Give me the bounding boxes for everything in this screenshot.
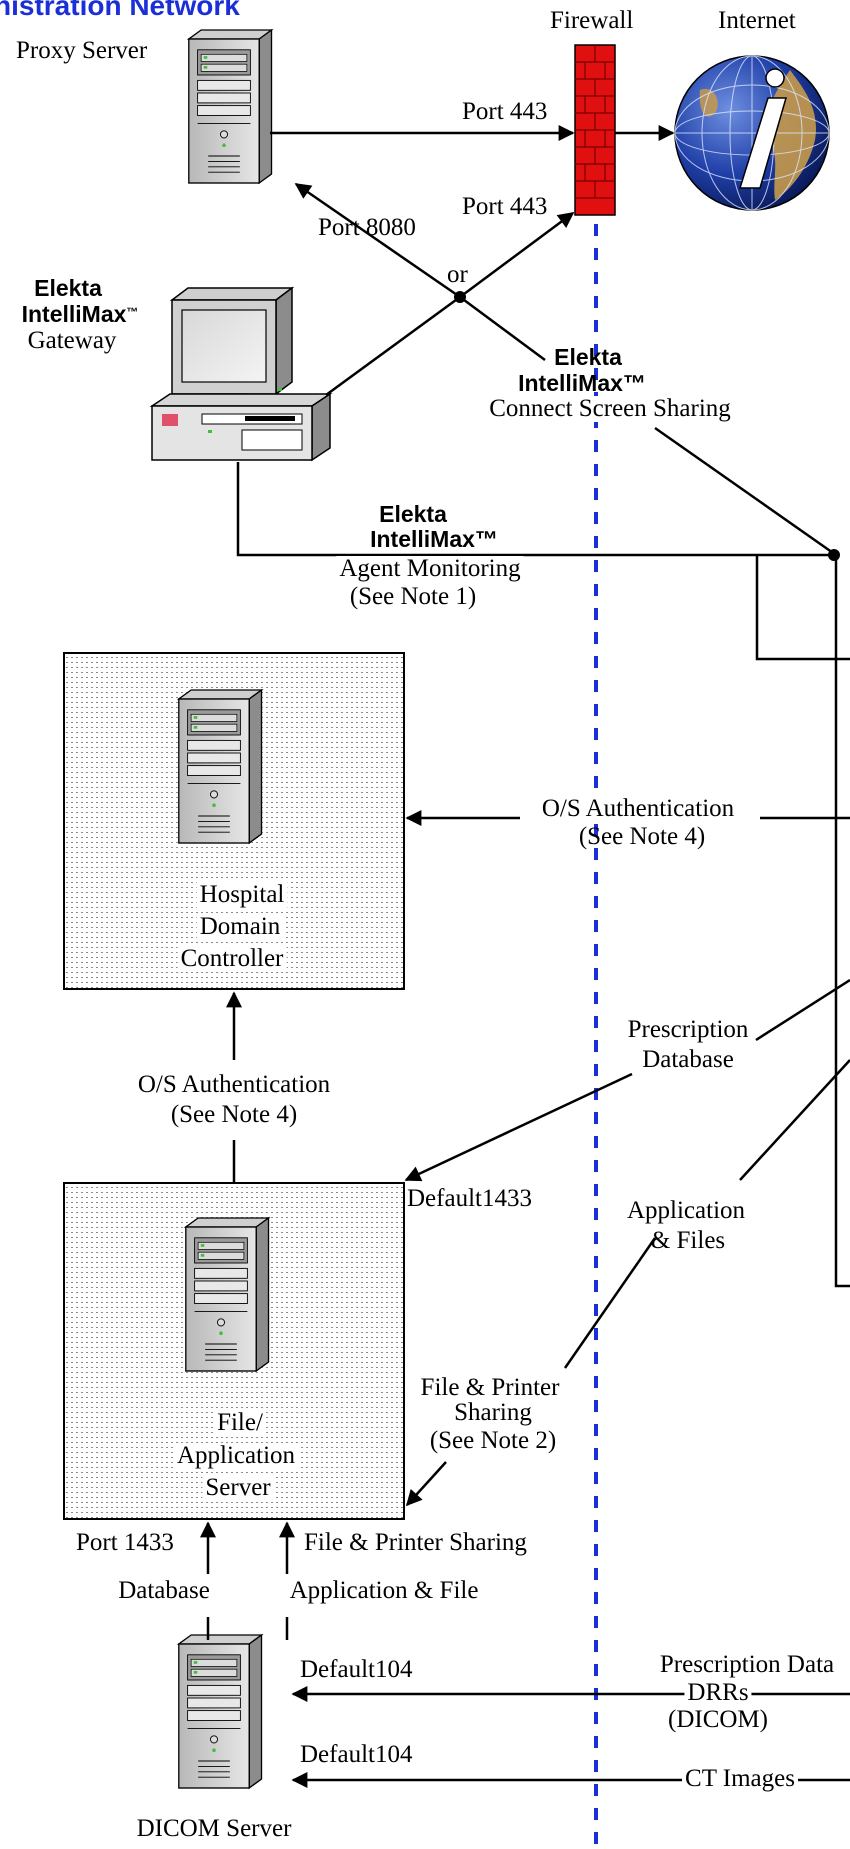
agent-monitoring-line [236,462,833,557]
fps-label-2: Sharing [454,1399,532,1426]
prescription-database-label-2: Database [642,1046,734,1073]
port-443-top-label: Port 443 [462,98,548,125]
connect-screen-sharing-line-2 [654,426,837,557]
agent-brand-line-2: IntelliMax™ [367,527,501,552]
port-1433-label: Port 1433 [76,1529,174,1556]
hospital-label-3: Controller [177,946,287,972]
or-junction [454,291,466,303]
gateway-brand-line-2: IntelliMax [21,301,127,327]
os-auth-left-note: (See Note 4) [170,1101,298,1128]
dicom-server-label: DICOM Server [136,1815,292,1842]
default104-bottom-label: Default104 [300,1741,413,1768]
application-file-label: Application & File [286,1578,482,1604]
file-printer-sharing-label: File & Printer Sharing [304,1529,527,1556]
trademark-mark: ™ [126,305,139,319]
database-label: Database [115,1578,213,1604]
default1433-label: Default1433 [407,1185,532,1212]
file-application-server-tower-icon [185,1217,270,1372]
dicom-label: (DICOM) [668,1706,768,1733]
prescription-data-label: Prescription Data [656,1652,838,1678]
drrs-label: DRRs [684,1680,752,1706]
connect-brand-line-1: Elekta [554,344,622,370]
agent-brand-line-1: Elekta [379,501,447,527]
os-auth-right-label: O/S Authentication [538,796,738,822]
desktop-computer-icon [149,286,333,462]
or-label: or [447,261,468,288]
application-files-line [739,1059,850,1181]
connect-screen-sharing-line [459,295,546,362]
file-app-label-3: Server [202,1475,274,1501]
file-app-label-1: File/ [214,1410,266,1436]
fps-label-1: File & Printer [417,1375,563,1401]
connect-brand-line-2: IntelliMax™ [518,370,646,396]
application-files-label-2: & Files [650,1227,726,1254]
application-files-label-1: Application [626,1197,746,1224]
proxy-server-tower-icon [188,29,273,184]
connect-screen-sharing-label: Connect Screen Sharing [486,396,734,422]
agent-junction [828,549,840,561]
port8080-line [294,182,461,299]
diagram-title: nistration Network [0,0,240,21]
file-app-label-2: Application [173,1443,299,1469]
fps-arrow [405,1461,447,1507]
hospital-label-2: Domain [196,914,284,940]
fps-line [563,1237,657,1369]
prescription-db-line-top [755,978,850,1042]
or-to-firewall-line [459,211,575,299]
proxy-server-label: Proxy Server [16,37,148,64]
port-443-bottom-label: Port 443 [462,193,548,220]
os-auth-right-note: (See Note 4) [578,823,706,850]
port-8080-label: Port 8080 [318,214,416,241]
default104-top-label: Default104 [300,1656,413,1683]
gateway-brand-line-1: Elekta [34,275,102,301]
prescription-database-label-1: Prescription [624,1017,752,1043]
hospital-domain-controller-tower-icon [178,689,263,844]
internet-label: Internet [718,7,796,34]
globe-info-icon [674,55,830,211]
agent-monitoring-branch [755,555,850,661]
right-bus-line [834,555,850,1288]
gateway-brand-label: Elekta [34,276,102,301]
dicom-server-tower-icon [178,1634,263,1789]
ct-images-label: CT Images [682,1766,798,1792]
firewall-icon [574,44,616,216]
agent-monitoring-note: (See Note 1) [349,583,477,610]
gateway-label: Gateway [27,327,117,354]
gateway-to-or-line [325,295,461,397]
os-auth-left-label: O/S Authentication [137,1071,331,1098]
hospital-label-1: Hospital [196,882,288,908]
gateway-brand-label-2: IntelliMax™ [22,302,139,327]
firewall-label: Firewall [550,7,634,34]
agent-monitoring-label: Agent Monitoring [336,556,524,582]
prescription-db-arrow [404,1072,633,1182]
fps-label-3: (See Note 2) [429,1427,557,1454]
